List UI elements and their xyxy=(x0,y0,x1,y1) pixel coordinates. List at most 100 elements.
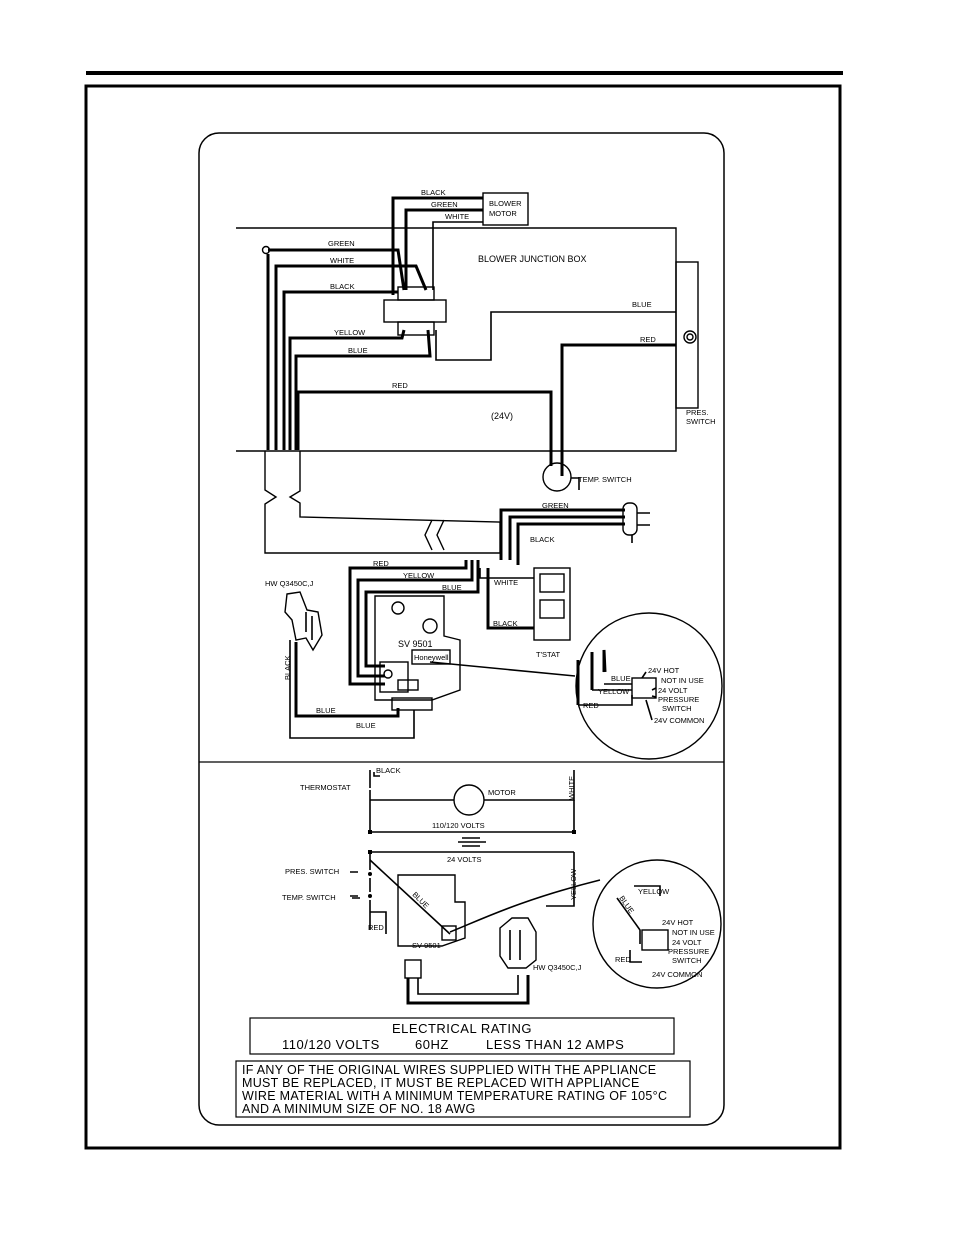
pressure-switch xyxy=(675,261,699,409)
schem-hw-pilot xyxy=(499,917,537,969)
thermostat-switch xyxy=(369,770,380,788)
wire-blue-pilot-2 xyxy=(289,640,415,739)
wire-red-press xyxy=(560,343,676,476)
wire-green-cord xyxy=(499,508,625,560)
svg-text:24 VOLT: 24 VOLT xyxy=(658,686,688,695)
thermostat-label: THERMOSTAT xyxy=(300,783,351,792)
wire-yellow-main xyxy=(288,329,406,450)
rating-box xyxy=(249,1017,675,1055)
svg-text:WHITE: WHITE xyxy=(494,578,518,587)
wire-white-cord xyxy=(508,515,625,560)
wire-warning: IF ANY OF THE ORIGINAL WIRES SUPPLIED WI… xyxy=(235,1060,691,1118)
warning-box xyxy=(235,1060,691,1118)
rating-volts: 110/120 VOLTS xyxy=(282,1037,380,1052)
svg-text:GREEN: GREEN xyxy=(328,239,355,248)
rating-hz: 60HZ xyxy=(415,1037,449,1052)
wire-green-motor xyxy=(404,208,483,290)
wire-blue-press xyxy=(435,311,676,361)
schem-sv9501-label: SV 9501 xyxy=(412,941,441,950)
svg-text:PRESSURE: PRESSURE xyxy=(668,947,709,956)
svg-text:YELLOW: YELLOW xyxy=(638,887,670,896)
wire-blue-valve xyxy=(364,560,480,668)
electrical-rating: ELECTRICAL RATING 110/120 VOLTS 60HZ LES… xyxy=(249,1017,675,1055)
schem-callout xyxy=(592,859,722,989)
svg-text:YELLOW: YELLOW xyxy=(598,687,630,696)
tstat-block xyxy=(533,567,571,641)
wire-black-tstat xyxy=(486,568,534,630)
rating-amps: LESS THAN 12 AMPS xyxy=(486,1037,624,1052)
volts-24-label: 24 VOLTS xyxy=(447,855,481,864)
power-plug xyxy=(622,502,638,536)
page-border xyxy=(84,84,842,1150)
warning-line-3: WIRE MATERIAL WITH A MINIMUM TEMPERATURE… xyxy=(242,1089,667,1103)
temp-switch-label: TEMP. SWITCH xyxy=(578,475,632,484)
svg-text:WHITE: WHITE xyxy=(445,212,469,221)
svg-text:BLUE: BLUE xyxy=(348,346,368,355)
svg-text:GREEN: GREEN xyxy=(542,501,569,510)
warning-line-1: IF ANY OF THE ORIGINAL WIRES SUPPLIED WI… xyxy=(242,1063,656,1077)
svg-text:24V COMMON: 24V COMMON xyxy=(652,970,702,979)
svg-text:BLACK: BLACK xyxy=(330,282,355,291)
wire-blue-pilot-1 xyxy=(294,642,400,718)
blower-motor-label-1: BLOWER xyxy=(489,199,522,208)
warning-line-2: MUST BE REPLACED, IT MUST BE REPLACED WI… xyxy=(242,1076,640,1090)
flex-conduit xyxy=(264,451,501,554)
svg-text:BLUE: BLUE xyxy=(632,300,652,309)
wire-black-motor xyxy=(391,196,483,295)
svg-text:BLUE: BLUE xyxy=(442,583,462,592)
volts-110-label: 110/120 VOLTS xyxy=(432,821,485,830)
sv9501-label: SV 9501 xyxy=(398,639,433,649)
svg-text:YELLOW: YELLOW xyxy=(569,868,578,900)
svg-text:RED: RED xyxy=(373,559,389,568)
pressure-switch-port xyxy=(683,330,697,344)
motor-symbol xyxy=(453,784,485,816)
svg-text:BLUE: BLUE xyxy=(356,721,376,730)
svg-text:RED: RED xyxy=(615,955,631,964)
connector-callout xyxy=(575,612,723,760)
hw-valve-label: HW Q3450C,J xyxy=(265,579,314,588)
wire-green-ground xyxy=(268,248,406,291)
pres-switch-label-1: PRES. xyxy=(686,408,709,417)
callout-leader xyxy=(429,661,576,677)
blower-motor-label-2: MOTOR xyxy=(489,209,517,218)
voltage-24v-label: (24V) xyxy=(491,411,513,421)
svg-text:RED: RED xyxy=(368,923,384,932)
svg-text:24V HOT: 24V HOT xyxy=(662,918,694,927)
svg-text:RED: RED xyxy=(583,701,599,710)
svg-text:RED: RED xyxy=(640,335,656,344)
svg-text:BLACK: BLACK xyxy=(493,619,518,628)
svg-text:YELLOW: YELLOW xyxy=(403,571,435,580)
pictorial-diagram: BLOWER MOTOR BLOWER JUNCTION BOX (24V) P… xyxy=(236,188,723,760)
wire-red-24v xyxy=(296,390,553,466)
motor-label: MOTOR xyxy=(488,788,516,797)
svg-text:WHITE: WHITE xyxy=(567,776,576,800)
svg-text:BLACK: BLACK xyxy=(530,535,555,544)
svg-text:BLACK: BLACK xyxy=(421,188,446,197)
transformer xyxy=(383,299,447,323)
svg-text:GREEN: GREEN xyxy=(431,200,458,209)
svg-text:NOT IN USE: NOT IN USE xyxy=(661,676,704,685)
schem-hw-label: HW Q3450C,J xyxy=(533,963,582,972)
svg-text:24 VOLT: 24 VOLT xyxy=(672,938,702,947)
svg-text:SWITCH: SWITCH xyxy=(672,956,702,965)
svg-text:YELLOW: YELLOW xyxy=(334,328,366,337)
diagram-panel xyxy=(198,132,725,1126)
svg-text:24V COMMON: 24V COMMON xyxy=(654,716,704,725)
wire-white-main xyxy=(274,264,428,450)
transformer-symbol xyxy=(458,837,486,847)
svg-text:BLACK: BLACK xyxy=(283,655,292,680)
svg-text:SWITCH: SWITCH xyxy=(662,704,692,713)
wire-black-cord xyxy=(516,522,625,565)
svg-text:PRESSURE: PRESSURE xyxy=(658,695,699,704)
svg-text:WHITE: WHITE xyxy=(330,256,354,265)
wire-blue-main xyxy=(294,329,432,450)
wire-white-motor xyxy=(432,221,483,290)
wire-black-main xyxy=(282,290,398,450)
svg-text:BLACK: BLACK xyxy=(376,766,401,775)
schem-valve xyxy=(397,874,466,947)
wire-white-tstat xyxy=(479,568,534,579)
temp-switch xyxy=(542,462,572,492)
pres-switch-label-2: SWITCH xyxy=(686,417,716,426)
svg-text:BLUE: BLUE xyxy=(316,706,336,715)
